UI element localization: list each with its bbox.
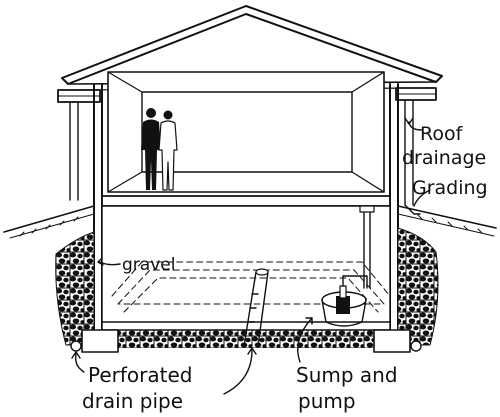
gravel-leader — [99, 261, 121, 266]
leader-arrows — [71, 117, 431, 395]
label-roof: Roof — [420, 123, 464, 145]
footings — [81, 329, 411, 353]
left-gutter-downspout — [57, 89, 101, 201]
gravel-arrowhead — [97, 257, 104, 266]
people-figures — [141, 108, 178, 191]
ground-grading — [3, 205, 497, 239]
roof-drainage-arrowhead — [404, 117, 414, 125]
label-sump-and: Sump and — [296, 363, 398, 387]
grading-leader — [413, 189, 431, 207]
perforated-pipe-leader — [223, 349, 253, 395]
label-drainage: drainage — [402, 147, 486, 169]
first-floor-slab — [101, 195, 391, 207]
perforated-drain-pipe — [70, 268, 422, 352]
label-pump: pump — [298, 389, 356, 413]
gravel-backfill — [55, 227, 439, 348]
label-perforated: Perforated — [88, 363, 192, 387]
label-grading: Grading — [412, 177, 488, 199]
label-drain-pipe: drain pipe — [82, 389, 183, 413]
sump-leader — [297, 317, 313, 363]
sump-and-pump — [321, 275, 368, 327]
perforated-leader — [74, 353, 85, 373]
labels: Roof drainage Grading gravel Perforated … — [82, 123, 488, 413]
label-gravel: gravel — [122, 255, 175, 275]
